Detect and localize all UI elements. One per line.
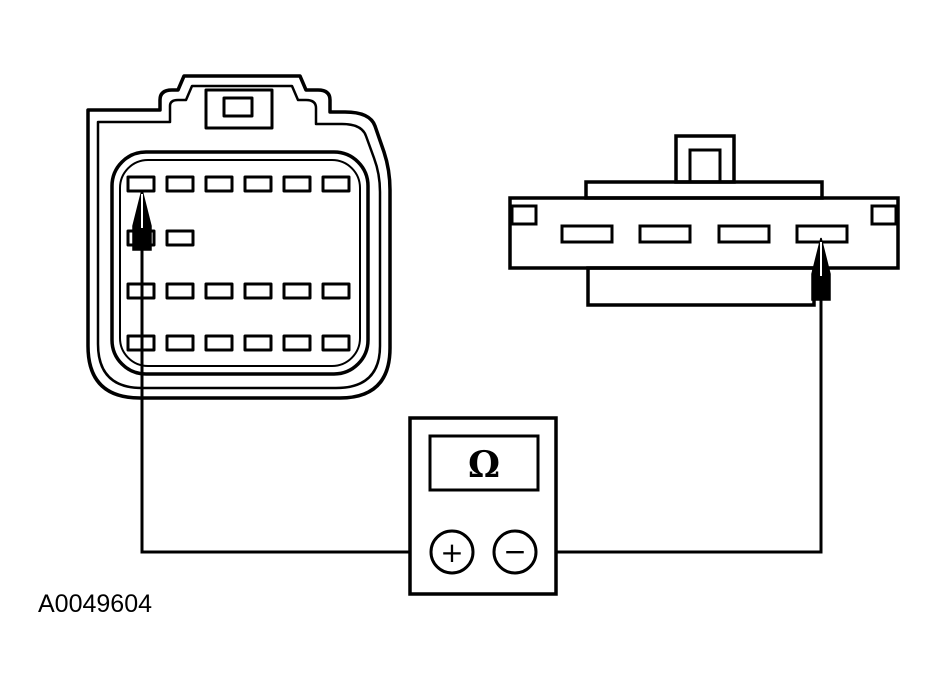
left-pin-12 xyxy=(243,282,273,300)
figure-reference-id: A0049604 xyxy=(38,590,153,618)
left-connector-cavity xyxy=(110,150,370,376)
minus-sign: − xyxy=(503,535,526,568)
right-connector-right-latch xyxy=(870,204,898,226)
left-probe xyxy=(132,189,152,251)
right-connector-main-body xyxy=(508,196,900,270)
left-pin-11 xyxy=(204,282,234,300)
negative-lead-wire xyxy=(536,300,823,554)
right-connector xyxy=(508,134,900,307)
left-pin-4 xyxy=(243,175,273,193)
left-pin-3 xyxy=(204,175,234,193)
right-pin-1 xyxy=(560,224,614,244)
positive-terminal: + xyxy=(429,529,475,575)
ohm-symbol: Ω xyxy=(468,444,500,486)
left-pin-18 xyxy=(243,334,273,352)
left-pin-10 xyxy=(165,282,195,300)
left-connector-housing-inner xyxy=(96,84,382,390)
right-pin-2 xyxy=(638,224,692,244)
right-pin-3 xyxy=(717,224,771,244)
plus-sign: + xyxy=(440,536,463,569)
right-connector-left-latch xyxy=(510,204,538,226)
left-pin-2 xyxy=(165,175,195,193)
left-pin-8 xyxy=(165,229,195,247)
left-connector-latch-tab xyxy=(222,96,254,118)
right-connector-top-tab-inner xyxy=(688,148,722,184)
ohmmeter: Ω + − xyxy=(408,416,558,596)
left-pin-19 xyxy=(282,334,312,352)
left-connector-latch xyxy=(204,88,274,130)
left-connector-pin-row-1 xyxy=(126,175,351,193)
right-connector-lower-body xyxy=(586,266,816,307)
left-pin-16 xyxy=(165,334,195,352)
left-connector-pin-row-3 xyxy=(126,282,351,300)
left-pin-6 xyxy=(321,175,351,193)
left-pin-13 xyxy=(282,282,312,300)
right-connector-pin-row xyxy=(560,224,849,244)
positive-lead-wire xyxy=(140,250,432,554)
right-connector-top-tab xyxy=(674,134,736,184)
left-connector-cavity-inner xyxy=(119,159,361,367)
left-pin-17 xyxy=(204,334,234,352)
left-pin-14 xyxy=(321,282,351,300)
left-pin-5 xyxy=(282,175,312,193)
left-connector-housing xyxy=(86,74,392,400)
left-connector-pin-row-4 xyxy=(126,334,351,352)
left-connector xyxy=(86,74,392,400)
right-probe xyxy=(811,237,831,301)
right-connector-upper-body xyxy=(584,180,824,200)
ohmmeter-display xyxy=(428,434,540,492)
left-pin-20 xyxy=(321,334,351,352)
negative-terminal: − xyxy=(492,529,538,575)
probe-leads xyxy=(140,250,823,554)
left-pin-1 xyxy=(126,175,156,193)
